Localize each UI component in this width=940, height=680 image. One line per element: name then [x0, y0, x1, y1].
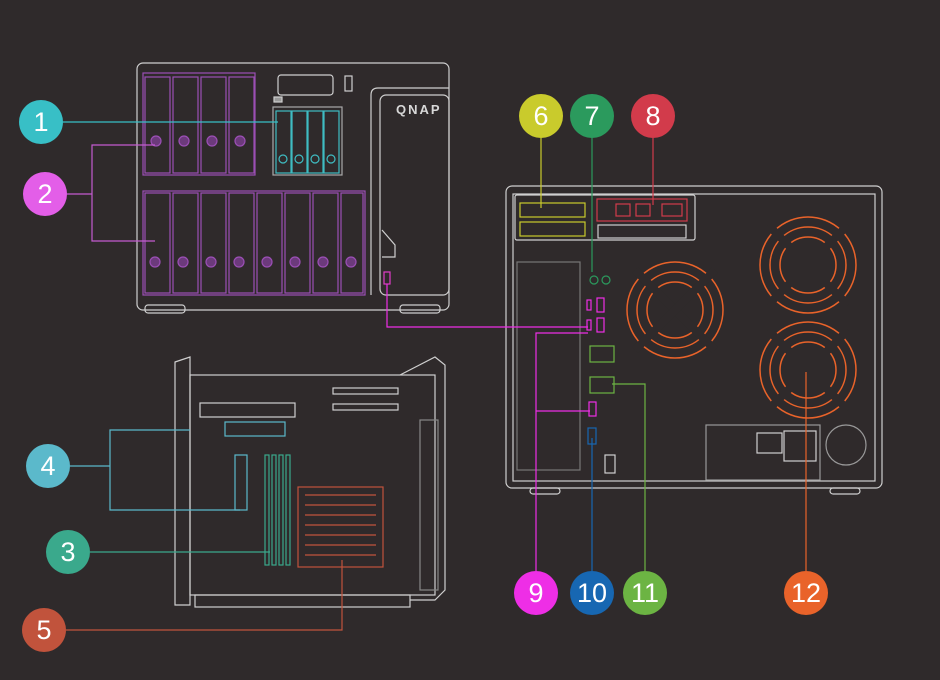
fans — [626, 216, 857, 419]
ssd-bays — [272, 106, 343, 176]
callout-2: 2 — [23, 172, 67, 216]
network-card — [596, 198, 688, 222]
m2-slots — [224, 421, 286, 511]
callout-11: 11 — [623, 571, 667, 615]
callout-9: 9 — [514, 571, 558, 615]
audio-jacks — [589, 275, 611, 285]
callout-5: 5 — [22, 608, 66, 652]
pcie-slots — [519, 202, 586, 237]
usb-ports — [586, 297, 605, 417]
bottom-drive-bays — [142, 190, 366, 296]
callout-4: 4 — [26, 444, 70, 488]
front-usb-port — [383, 271, 391, 285]
callout-12: 12 — [784, 571, 828, 615]
callout-6: 6 — [519, 94, 563, 138]
rear-view — [505, 185, 883, 495]
cpu-heatsink — [297, 486, 384, 568]
callout-1: 1 — [19, 100, 63, 144]
leader-lines — [63, 121, 807, 631]
callout-8: 8 — [631, 94, 675, 138]
interior-view — [174, 356, 446, 608]
callout-10: 10 — [570, 571, 614, 615]
callout-3: 3 — [46, 530, 90, 574]
lan-ports — [589, 345, 615, 394]
top-drive-bays — [142, 72, 256, 176]
front-view — [136, 62, 450, 314]
callout-7: 7 — [570, 94, 614, 138]
qnap-logo: QNAP — [396, 102, 442, 117]
memory-slots — [264, 454, 291, 566]
